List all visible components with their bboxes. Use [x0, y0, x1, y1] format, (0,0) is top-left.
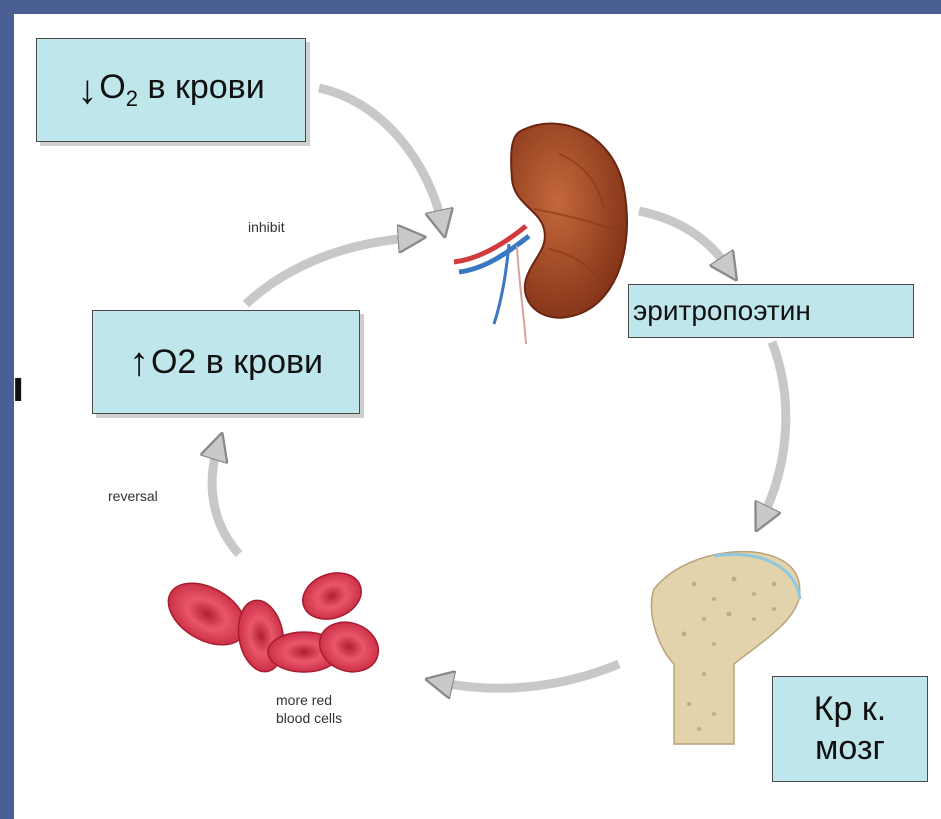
- bone-marrow-box: Кр к. мозг: [772, 676, 928, 782]
- rbc-caption: more red blood cells: [276, 691, 342, 727]
- arrow-epo-to-marrow: [762, 342, 786, 519]
- o2-low-box: ↓ O2 в крови: [36, 38, 306, 142]
- erythropoietin-label: эритропоэтин: [633, 295, 811, 327]
- side-mark: ı: [12, 362, 24, 412]
- bone-marrow-line1: Кр к.: [814, 690, 886, 729]
- red-blood-cells-icon: [158, 565, 386, 680]
- o2-low-label: O2 в крови: [99, 68, 264, 112]
- arrow-kidney-to-epo: [639, 211, 729, 269]
- o2-high-box: ↑ O2 в крови: [92, 310, 360, 414]
- o2-high-label: O2 в крови: [151, 343, 323, 382]
- rbc-caption-line1: more red: [276, 691, 342, 709]
- arrow-o2low-to-kidney: [319, 88, 442, 224]
- kidney-icon: [454, 123, 627, 344]
- diagram-canvas: ↓ O2 в крови ↑ O2 в крови эритропоэтин К…: [14, 14, 941, 819]
- arrow-rbc-to-o2high: [212, 446, 239, 554]
- arrow-o2high-inhibit: [246, 238, 412, 304]
- reversal-caption: reversal: [108, 488, 158, 504]
- arrow-down-icon: ↓: [77, 70, 97, 110]
- arrow-up-icon: ↑: [129, 342, 149, 382]
- inhibit-caption: inhibit: [248, 219, 285, 235]
- erythropoietin-box: эритропоэтин: [628, 284, 914, 338]
- arrow-marrow-to-rbc: [439, 664, 619, 688]
- rbc-caption-line2: blood cells: [276, 709, 342, 727]
- bone-marrow-line2: мозг: [815, 729, 885, 768]
